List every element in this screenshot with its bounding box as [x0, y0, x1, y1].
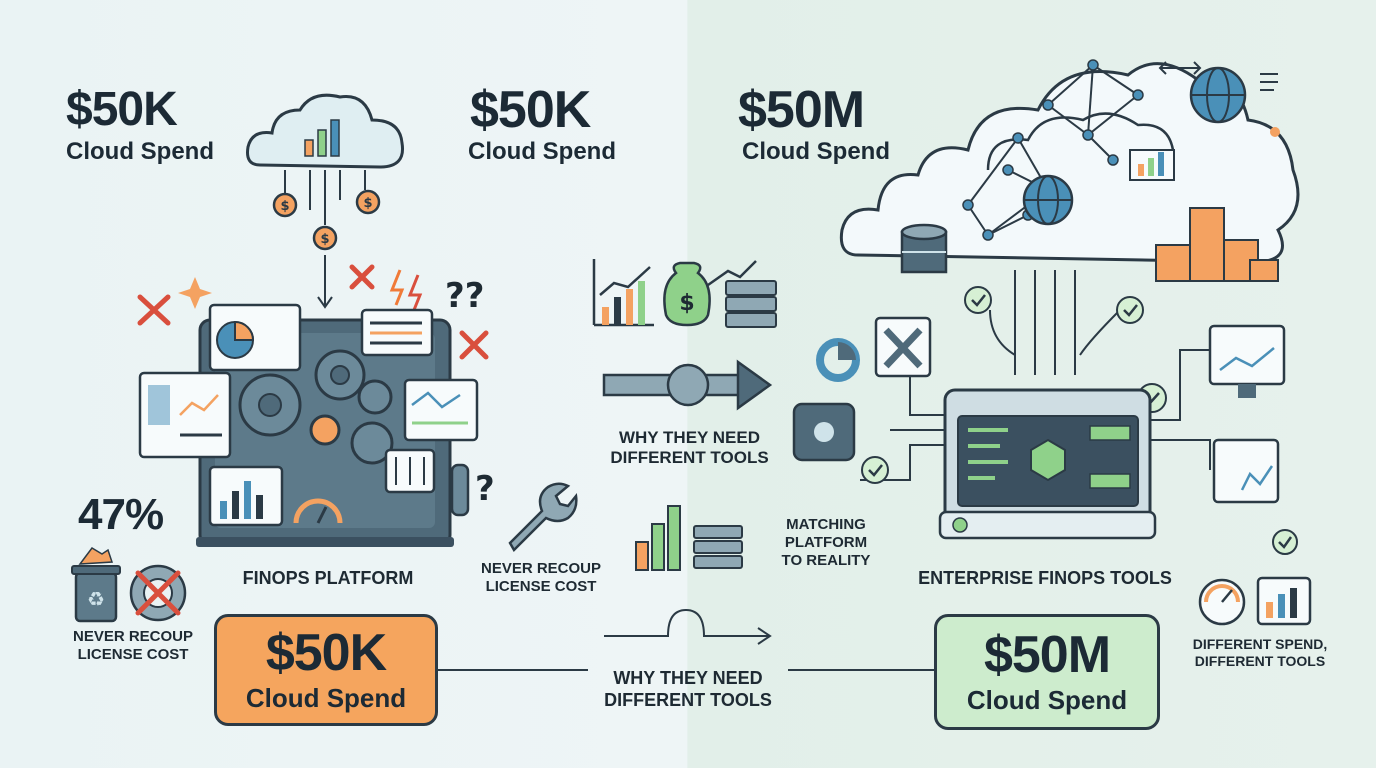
cloud-icon	[839, 62, 1300, 264]
right-callout-amount: $50M	[983, 625, 1111, 684]
recoup-caption: NEVER RECOUP LICENSE COST	[480, 560, 602, 595]
svg-text:$: $	[363, 196, 372, 211]
why-caption-bottom: WHY THEY NEED DIFFERENT TOOLS	[604, 668, 772, 710]
middle-heading-amount: $50K	[470, 81, 591, 139]
error-x-icon	[137, 294, 171, 326]
gear-icon	[350, 421, 394, 465]
waste-caption: NEVER RECOUP LICENSE COST	[72, 628, 194, 663]
server-stack-icon	[693, 525, 743, 539]
cube-icon	[1030, 438, 1066, 482]
enterprise-platform-illustration	[792, 270, 1298, 555]
svg-text:$: $	[679, 291, 694, 316]
right-heading-amount: $50M	[738, 81, 865, 139]
cloud-coins-illustration: $ $ $	[246, 93, 405, 309]
svg-text:♻: ♻	[87, 587, 105, 611]
checkmark-icon	[1116, 296, 1144, 324]
right-spend-callout: $50M Cloud Spend	[934, 614, 1160, 730]
gauge-icon	[293, 498, 343, 524]
growth-icons: $	[592, 259, 777, 328]
bars-servers-icon	[635, 505, 743, 571]
left-heading-amount: $50K	[66, 83, 178, 136]
waste-icons: ♻	[71, 547, 187, 623]
right-callout-label: Cloud Spend	[966, 684, 1128, 715]
database-icon	[900, 223, 948, 274]
gear-icon	[357, 379, 393, 415]
right-heading-label: Cloud Spend	[742, 138, 890, 165]
enterprise-cloud-network	[839, 59, 1300, 282]
monitor-icon	[1208, 324, 1286, 386]
wrench-icon	[508, 482, 578, 553]
report-panel-icon	[1212, 438, 1280, 504]
left-spend-callout: $50K Cloud Spend	[214, 614, 438, 726]
waste-stat: 47%	[78, 490, 164, 539]
dollar-coin-icon	[355, 189, 381, 215]
left-callout-amount: $50K	[265, 623, 387, 682]
dollar-coin-icon	[272, 192, 298, 218]
checkmark-icon	[1272, 529, 1298, 555]
checkmark-icon	[861, 456, 889, 484]
server-stack-icon	[725, 280, 777, 296]
finops-platform-illustration: ?? ?	[137, 264, 495, 547]
middle-heading-label: Cloud Spend	[468, 138, 616, 165]
lightning-icon	[389, 269, 405, 306]
svg-text:$: $	[280, 199, 289, 214]
question-marks-icon: ??	[445, 276, 484, 316]
connector-lines	[438, 608, 938, 671]
different-caption: DIFFERENT SPEND, DIFFERENT TOOLS	[1192, 636, 1328, 669]
matching-caption: MATCHING PLATFORM TO REALITY	[781, 516, 871, 569]
money-bag-icon	[663, 261, 711, 327]
left-heading-label: Cloud Spend	[66, 138, 214, 165]
left-callout-label: Cloud Spend	[245, 682, 407, 713]
why-caption-top: WHY THEY NEED DIFFERENT TOOLS	[610, 428, 769, 468]
line-chart-panel	[403, 378, 479, 442]
platform-caption: FINOPS PLATFORM	[242, 568, 414, 588]
lightning-icon	[407, 274, 423, 311]
question-mark-icon: ?	[475, 469, 495, 509]
enterprise-caption: ENTERPRISE FINOPS TOOLS	[918, 568, 1172, 588]
gauge-and-chart-icons	[1198, 576, 1312, 626]
error-x-icon	[459, 330, 489, 360]
coin-stacks-icon	[1155, 207, 1279, 282]
error-x-icon	[349, 264, 375, 290]
gear-icon	[309, 414, 341, 446]
checkmark-icon	[964, 286, 992, 314]
transition-arrow	[602, 359, 773, 411]
svg-text:$: $	[320, 232, 329, 247]
dollar-coin-icon	[312, 225, 338, 251]
